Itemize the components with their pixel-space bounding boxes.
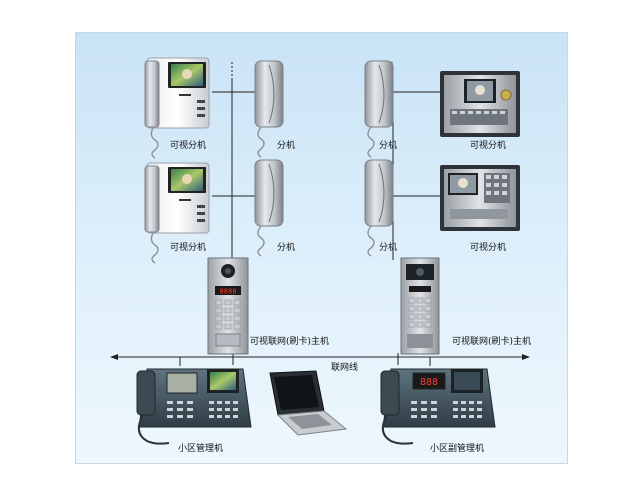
label-management-console: 小区管理机 — [178, 444, 224, 454]
label-network-line: 联网线 — [331, 363, 359, 373]
indoor-monitor-icon — [144, 162, 210, 264]
label-host-right: 可视联网(刷卡)主机 — [452, 337, 532, 347]
label-sub-management-console: 小区副管理机 — [430, 444, 485, 454]
flush-video-monitor-icon — [440, 71, 520, 137]
management-console-icon — [136, 368, 252, 445]
handset-extension-icon — [364, 159, 394, 257]
network-line — [110, 353, 530, 366]
label-video-extension-top-left: 可视分机 — [170, 141, 207, 151]
label-video-extension-mid-right: 可视分机 — [470, 243, 507, 253]
label-extension-top-left: 分机 — [277, 141, 296, 151]
handset-extension-icon — [364, 60, 394, 158]
host-left-display: 8888 — [220, 288, 237, 296]
wiring — [212, 62, 440, 260]
handset-extension-icon — [254, 60, 284, 158]
sub-console-display: 888 — [420, 377, 438, 388]
label-extension-mid-left: 分机 — [277, 243, 296, 253]
label-extension-top-right: 分机 — [379, 141, 398, 151]
label-extension-mid-right: 分机 — [379, 243, 398, 253]
label-video-extension-mid-left: 可视分机 — [170, 243, 207, 253]
indoor-monitor-icon — [144, 57, 210, 159]
label-video-extension-top-right: 可视分机 — [470, 141, 507, 151]
handset-extension-icon — [254, 159, 284, 257]
door-station-icon: 8888 — [207, 257, 249, 355]
laptop-icon — [269, 370, 348, 436]
label-host-left: 可视联网(刷卡)主机 — [250, 337, 330, 347]
door-station-icon — [400, 257, 440, 355]
flush-video-monitor-icon — [440, 165, 520, 231]
management-console-icon: 888 — [380, 368, 496, 445]
